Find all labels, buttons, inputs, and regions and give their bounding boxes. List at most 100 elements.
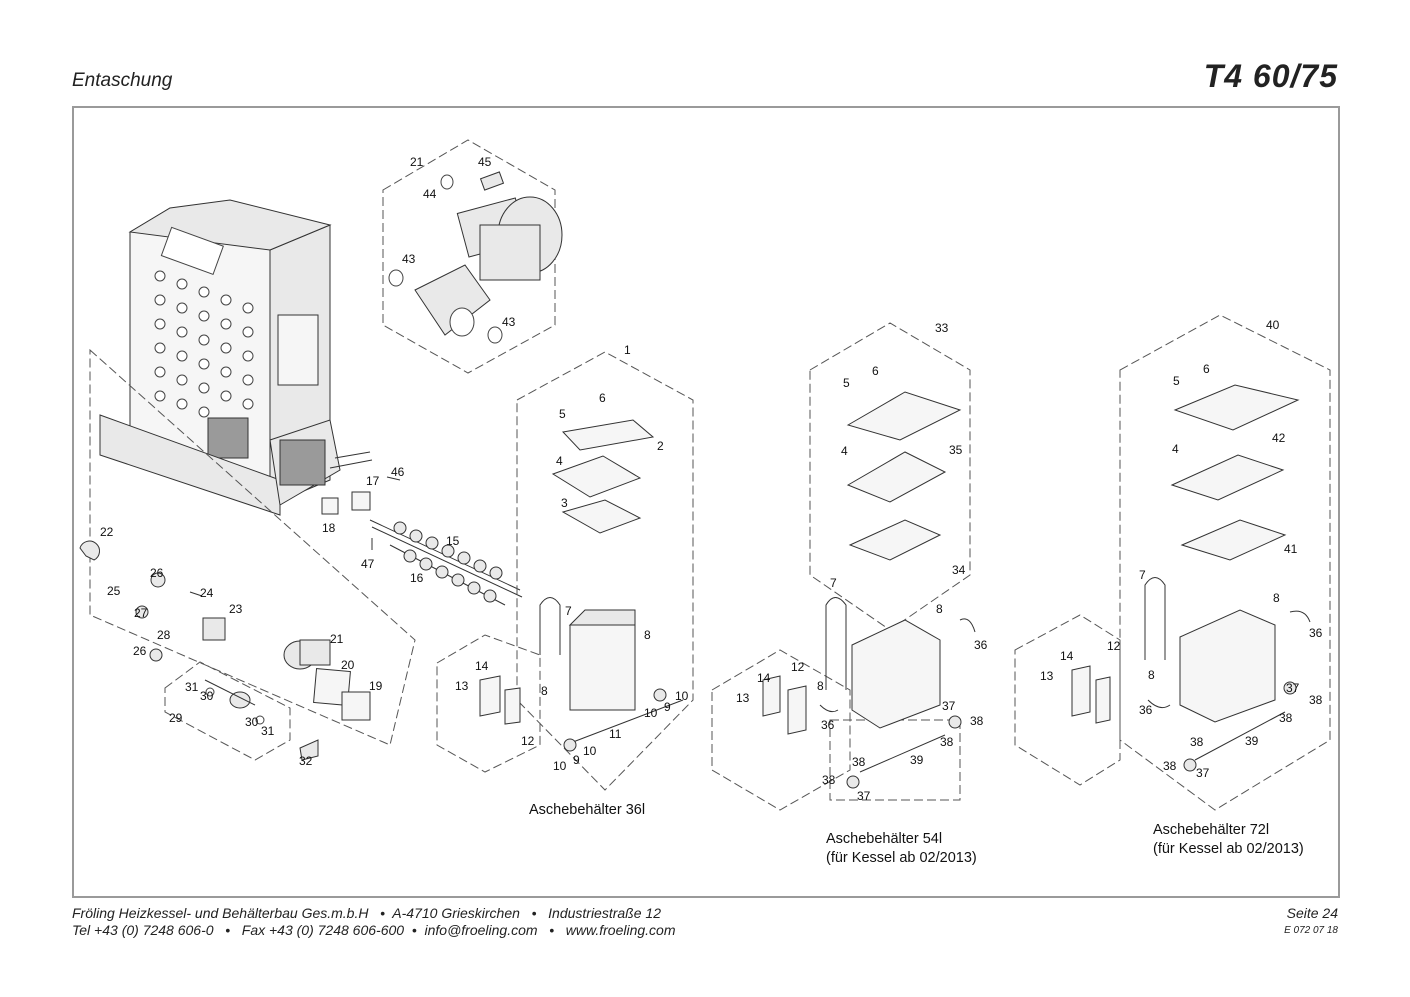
part-number: 38 [970, 714, 984, 728]
part-number: 37 [857, 789, 871, 803]
part-number: 36 [974, 638, 988, 652]
part-number: 4 [841, 444, 848, 458]
part-number: 12 [521, 734, 535, 748]
part-number: 38 [940, 735, 954, 749]
part-number: 16 [410, 571, 424, 585]
part-number: 42 [1272, 431, 1286, 445]
diagram-frame [72, 106, 1340, 898]
auger-group [321, 476, 523, 606]
caption-bin-36l: Aschebehälter 36l [529, 802, 645, 818]
part-number: 28 [157, 628, 171, 642]
part-number: 24 [200, 586, 214, 600]
part-number: 9 [664, 700, 671, 714]
part-number: 40 [1266, 318, 1280, 332]
part-number: 6 [599, 391, 606, 405]
part-number: 34 [952, 563, 966, 577]
part-number: 41 [1284, 542, 1298, 556]
part-number: 13 [455, 679, 469, 693]
part-number: 21 [330, 632, 344, 646]
part-number: 8 [817, 679, 824, 693]
part-number: 15 [446, 534, 460, 548]
part-number: 8 [541, 684, 548, 698]
part-number: 5 [1173, 374, 1180, 388]
part-number: 5 [843, 376, 850, 390]
part-number: 1 [624, 343, 631, 357]
part-number: 13 [1040, 669, 1054, 683]
section-title: Entaschung [72, 70, 173, 91]
caption-bin-54l: Aschebehälter 54l [826, 831, 942, 847]
part-number: 10 [583, 744, 597, 758]
part-number: 38 [852, 755, 866, 769]
part-number: 31 [185, 680, 199, 694]
part-number: 5 [559, 407, 566, 421]
part-number: 7 [565, 604, 572, 618]
part-number: 8 [1148, 668, 1155, 682]
part-number: 36 [1139, 703, 1153, 717]
part-number: 27 [134, 606, 148, 620]
auger-flights-16 [403, 549, 497, 603]
part-number: 35 [949, 443, 963, 457]
part-number: 21 [410, 155, 424, 169]
part-number: 45 [478, 155, 492, 169]
part-number: 8 [1273, 591, 1280, 605]
part-number: 36 [821, 718, 835, 732]
ash-bin-72l [1014, 314, 1331, 811]
part-number: 10 [675, 689, 689, 703]
ash-bin-54l [711, 322, 976, 811]
part-number: 14 [757, 671, 771, 685]
part-number: 43 [502, 315, 516, 329]
part-number: 47 [361, 557, 375, 571]
drive-group-lower [79, 348, 416, 761]
ash-bin-36l [436, 351, 694, 791]
part-number: 30 [200, 689, 214, 703]
part-number: 37 [942, 699, 956, 713]
part-number: 31 [261, 724, 275, 738]
part-number: 43 [402, 252, 416, 266]
boiler-holes [154, 270, 254, 418]
part-number: 37 [1286, 681, 1300, 695]
part-number: 4 [1172, 442, 1179, 456]
part-number: 10 [553, 759, 567, 773]
part-number: 17 [366, 474, 380, 488]
part-number: 22 [100, 525, 114, 539]
part-number: 33 [935, 321, 949, 335]
part-number: 26 [150, 566, 164, 580]
page-number: Seite 24 [1286, 905, 1338, 921]
part-number: 7 [1139, 568, 1146, 582]
part-number: 36 [1309, 626, 1323, 640]
part-number: 18 [322, 521, 336, 535]
part-number: 7 [830, 576, 837, 590]
caption-bin-54l-note: (für Kessel ab 02/2013) [826, 850, 977, 866]
part-number: 38 [1279, 711, 1293, 725]
part-number: 20 [341, 658, 355, 672]
part-number: 44 [423, 187, 437, 201]
part-number: 3 [561, 496, 568, 510]
part-number: 46 [391, 465, 405, 479]
footer-contact: Tel +43 (0) 7248 606-0 • Fax +43 (0) 724… [72, 922, 676, 938]
part-number: 12 [1107, 639, 1121, 653]
part-number: 10 [644, 706, 658, 720]
boiler-body [99, 199, 373, 516]
part-number: 38 [1163, 759, 1177, 773]
part-number: 37 [1196, 766, 1210, 780]
caption-bin-72l: Aschebehälter 72l [1153, 822, 1269, 838]
caption-bin-72l-note: (für Kessel ab 02/2013) [1153, 841, 1304, 857]
part-number: 8 [644, 628, 651, 642]
part-number: 26 [133, 644, 147, 658]
part-number: 39 [1245, 734, 1259, 748]
part-number: 19 [369, 679, 383, 693]
part-number: 14 [475, 659, 489, 673]
part-number: 12 [791, 660, 805, 674]
part-number: 9 [573, 753, 580, 767]
part-number: 39 [910, 753, 924, 767]
part-number-labels: 21 45 44 43 43 1 5 6 2 4 3 46 17 18 15 4… [100, 155, 1323, 803]
part-number: 4 [556, 454, 563, 468]
auger-flights-15 [393, 521, 503, 580]
part-number: 8 [936, 602, 943, 616]
part-number: 38 [1309, 693, 1323, 707]
model-title: T4 60/75 [1203, 58, 1338, 94]
part-number: 14 [1060, 649, 1074, 663]
part-number: 6 [1203, 362, 1210, 376]
part-number: 23 [229, 602, 243, 616]
